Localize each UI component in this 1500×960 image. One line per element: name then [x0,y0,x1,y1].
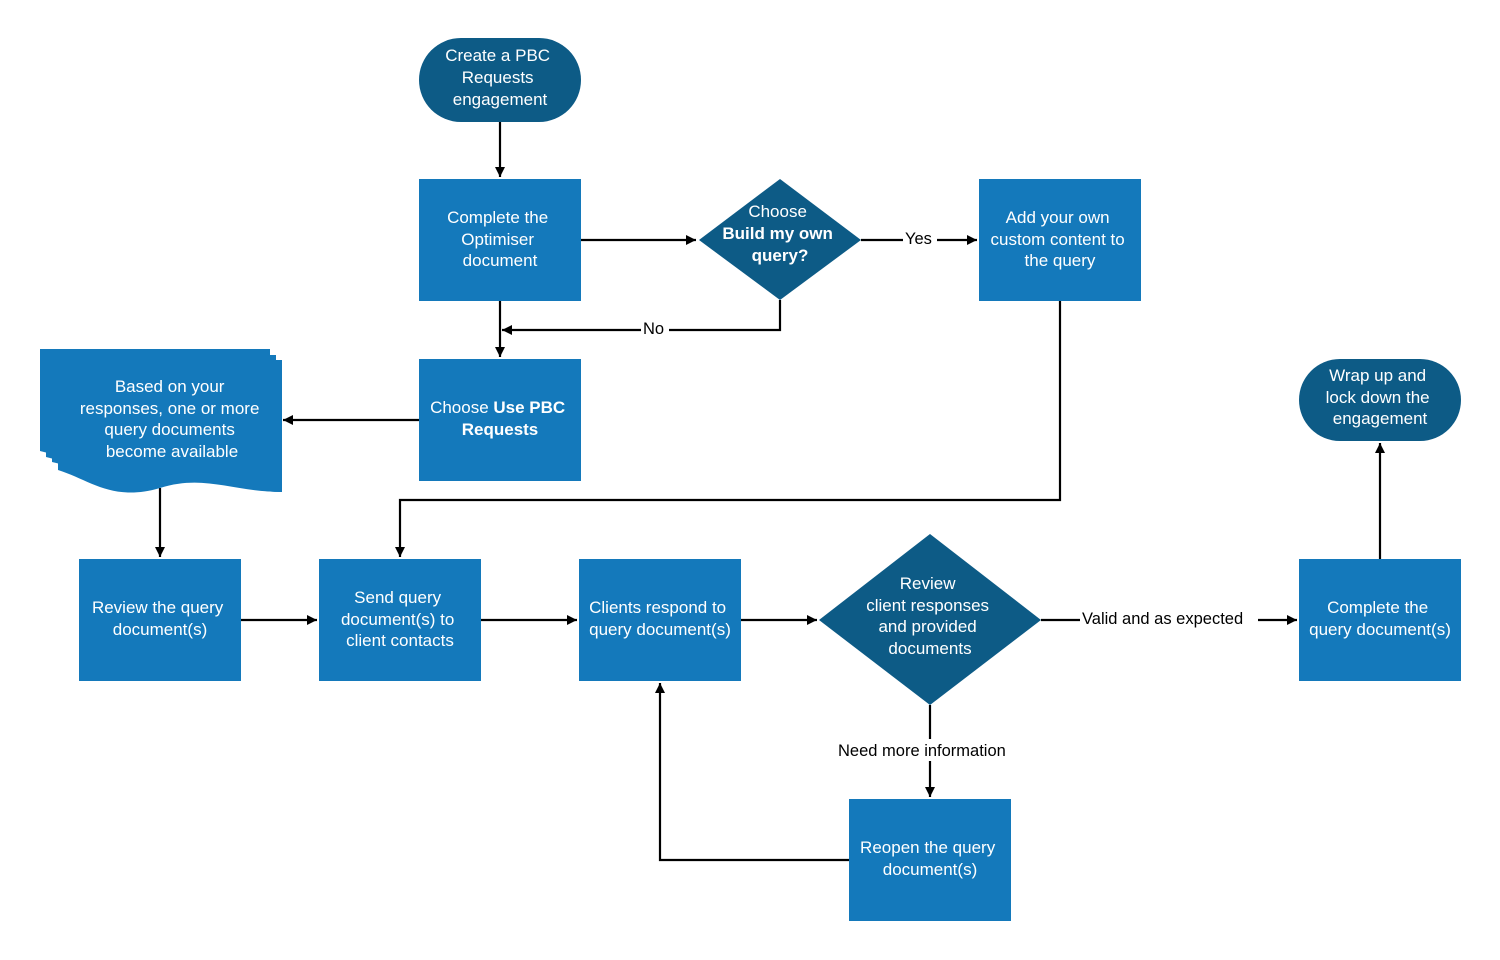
wrap-up-terminal: Wrap up and lock down the engagement [1299,359,1461,441]
clients-respond-step: Clients respond to query document(s) [579,559,741,681]
optimiser-label: Complete the Optimiser document [447,208,553,270]
custom-content-step: Add your own custom content to the query [979,179,1141,301]
optimiser-step: Complete the Optimiser document [419,179,581,301]
clients-respond-label: Clients respond to query document(s) [589,598,731,639]
wrap-up-label: Wrap up and lock down the engagement [1326,366,1435,428]
edge-labels: Yes No Valid and as expected Need more i… [641,229,1258,761]
send-query-step: Send query document(s) to client contact… [319,559,481,681]
use-pbc-label: Choose Use PBC Requests [430,398,570,439]
review-query-label: Review the query document(s) [92,598,228,639]
query-documents-label: Based on your responses, one or more que… [80,377,264,461]
review-responses-decision: Review client responses and provided doc… [819,534,1041,705]
reopen-query-label: Reopen the query document(s) [860,838,1000,879]
send-query-label: Send query document(s) to client contact… [341,588,459,650]
edge-custom-to-send [395,301,1062,557]
no-label: No [643,320,664,338]
start-terminal: Create a PBC Requests engagement [419,38,581,122]
valid-label: Valid and as expected [1082,610,1243,628]
review-query-step: Review the query document(s) [79,559,241,681]
start-label: Create a PBC Requests engagement [445,46,555,109]
complete-query-step: Complete the query document(s) [1299,559,1461,681]
build-query-decision: Choose Build my own query? [699,179,861,300]
build-query-label: Choose Build my own query? [722,202,837,265]
complete-query-label: Complete the query document(s) [1309,598,1451,639]
use-pbc-step: Choose Use PBC Requests [419,359,581,481]
custom-content-label: Add your own custom content to the query [991,208,1130,270]
reopen-query-step: Reopen the query document(s) [849,799,1011,921]
need-more-label: Need more information [838,742,1006,760]
edge-decision-no-to-usepbc [502,300,782,335]
yes-label: Yes [905,230,932,248]
query-documents-shape: Based on your responses, one or more que… [40,349,282,493]
edge-reopen-to-respond [655,683,849,862]
review-responses-label: Review client responses and provided doc… [866,574,994,658]
